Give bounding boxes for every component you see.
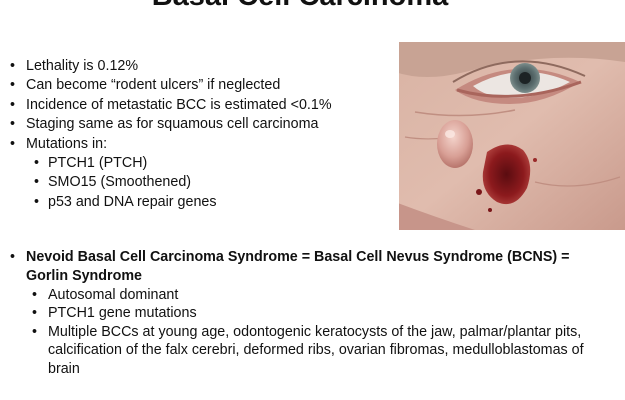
syndrome-item-ptch1: PTCH1 gene mutations: [32, 304, 615, 323]
skin-lesion-image: [395, 42, 625, 230]
mutation-ptch1: PTCH1 (PTCH): [32, 154, 395, 174]
syndrome-heading: Nevoid Basal Cell Carcinoma Syndrome = B…: [10, 248, 615, 286]
bullet-lethality: Lethality is 0.12%: [10, 57, 395, 77]
clinical-photo: [395, 42, 625, 230]
bullet-staging: Staging same as for squamous cell carcin…: [10, 115, 395, 135]
mutation-p53: p53 and DNA repair genes: [32, 193, 395, 213]
bullet-mutations: Mutations in:: [10, 135, 395, 155]
mutations-sublist: PTCH1 (PTCH) SMO15 (Smoothened) p53 and …: [10, 154, 395, 213]
bullet-rodent-ulcers: Can become “rodent ulcers” if neglected: [10, 76, 395, 96]
bullet-metastasis: Incidence of metastatic BCC is estimated…: [10, 96, 395, 116]
slide-title: Basal Cell Carcinoma: [0, 0, 600, 12]
syndrome-item-features: Multiple BCCs at young age, odontogenic …: [32, 323, 615, 378]
main-bullet-list: Lethality is 0.12% Can become “rodent ul…: [10, 57, 395, 213]
syndrome-sublist: Autosomal dominant PTCH1 gene mutations …: [10, 286, 615, 378]
mutation-smo: SMO15 (Smoothened): [32, 173, 395, 193]
gorlin-syndrome-section: Nevoid Basal Cell Carcinoma Syndrome = B…: [10, 248, 615, 378]
syndrome-item-autosomal: Autosomal dominant: [32, 286, 615, 305]
